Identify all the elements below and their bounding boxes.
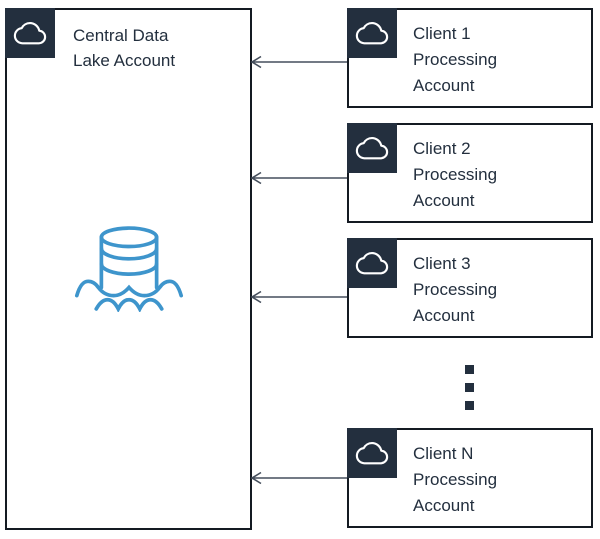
cloud-icon: [13, 21, 47, 44]
arrow-client-3-to-central: [250, 290, 347, 304]
client-box-label-line: Account: [413, 76, 475, 95]
arrow-client-2-to-central: [250, 171, 347, 185]
central-data-lake-account-box: Central Data Lake Account: [5, 8, 252, 530]
lake-wave-2: [94, 297, 164, 312]
client-box-label-line: Processing: [413, 470, 498, 489]
lake-cylinder-band: [99, 246, 159, 261]
client-box-label: Client 3 Processing Account: [413, 251, 497, 329]
lake-wave-1: [74, 279, 184, 298]
client-box-label-line: Processing: [413, 165, 498, 184]
client-box-label-line: Client 1: [413, 24, 471, 43]
client-box-label-line: Processing: [413, 280, 498, 299]
client-3-processing-account-box: Client 3 Processing Account: [347, 238, 593, 338]
client-box-label-line: Client N: [413, 444, 474, 463]
client-box-label: Client N Processing Account: [413, 441, 497, 519]
lake-cylinder-top: [99, 226, 159, 249]
aws-account-badge: [347, 8, 397, 58]
aws-account-badge: [347, 238, 397, 288]
cloud-icon: [355, 251, 389, 274]
client-box-label-line: Account: [413, 496, 475, 515]
arrow-client-1-to-central: [250, 55, 347, 69]
cloud-icon: [355, 21, 389, 44]
aws-account-badge: [5, 8, 55, 58]
client-1-processing-account-box: Client 1 Processing Account: [347, 8, 593, 108]
ellipsis-dot: [465, 365, 474, 374]
arrow-client-n-to-central: [250, 471, 347, 485]
central-box-label-line: Central Data: [73, 26, 169, 45]
cloud-icon: [355, 441, 389, 464]
client-box-label: Client 1 Processing Account: [413, 21, 497, 99]
aws-account-badge: [347, 123, 397, 173]
client-box-label-line: Account: [413, 191, 475, 210]
lake-cylinder-sides: [99, 235, 159, 290]
central-box-label: Central Data Lake Account: [73, 23, 175, 73]
data-lake-icon: [74, 226, 184, 312]
lake-cylinder-band: [99, 262, 159, 276]
central-box-label-line: Lake Account: [73, 51, 176, 70]
client-box-label-line: Client 3: [413, 254, 471, 273]
client-n-processing-account-box: Client N Processing Account: [347, 428, 593, 528]
aws-account-badge: [347, 428, 397, 478]
client-box-label-line: Processing: [413, 50, 498, 69]
ellipsis-dot: [465, 401, 474, 410]
client-2-processing-account-box: Client 2 Processing Account: [347, 123, 593, 223]
client-box-label: Client 2 Processing Account: [413, 136, 497, 214]
client-box-label-line: Client 2: [413, 139, 471, 158]
cloud-icon: [355, 136, 389, 159]
ellipsis-dot: [465, 383, 474, 392]
client-box-label-line: Account: [413, 306, 475, 325]
